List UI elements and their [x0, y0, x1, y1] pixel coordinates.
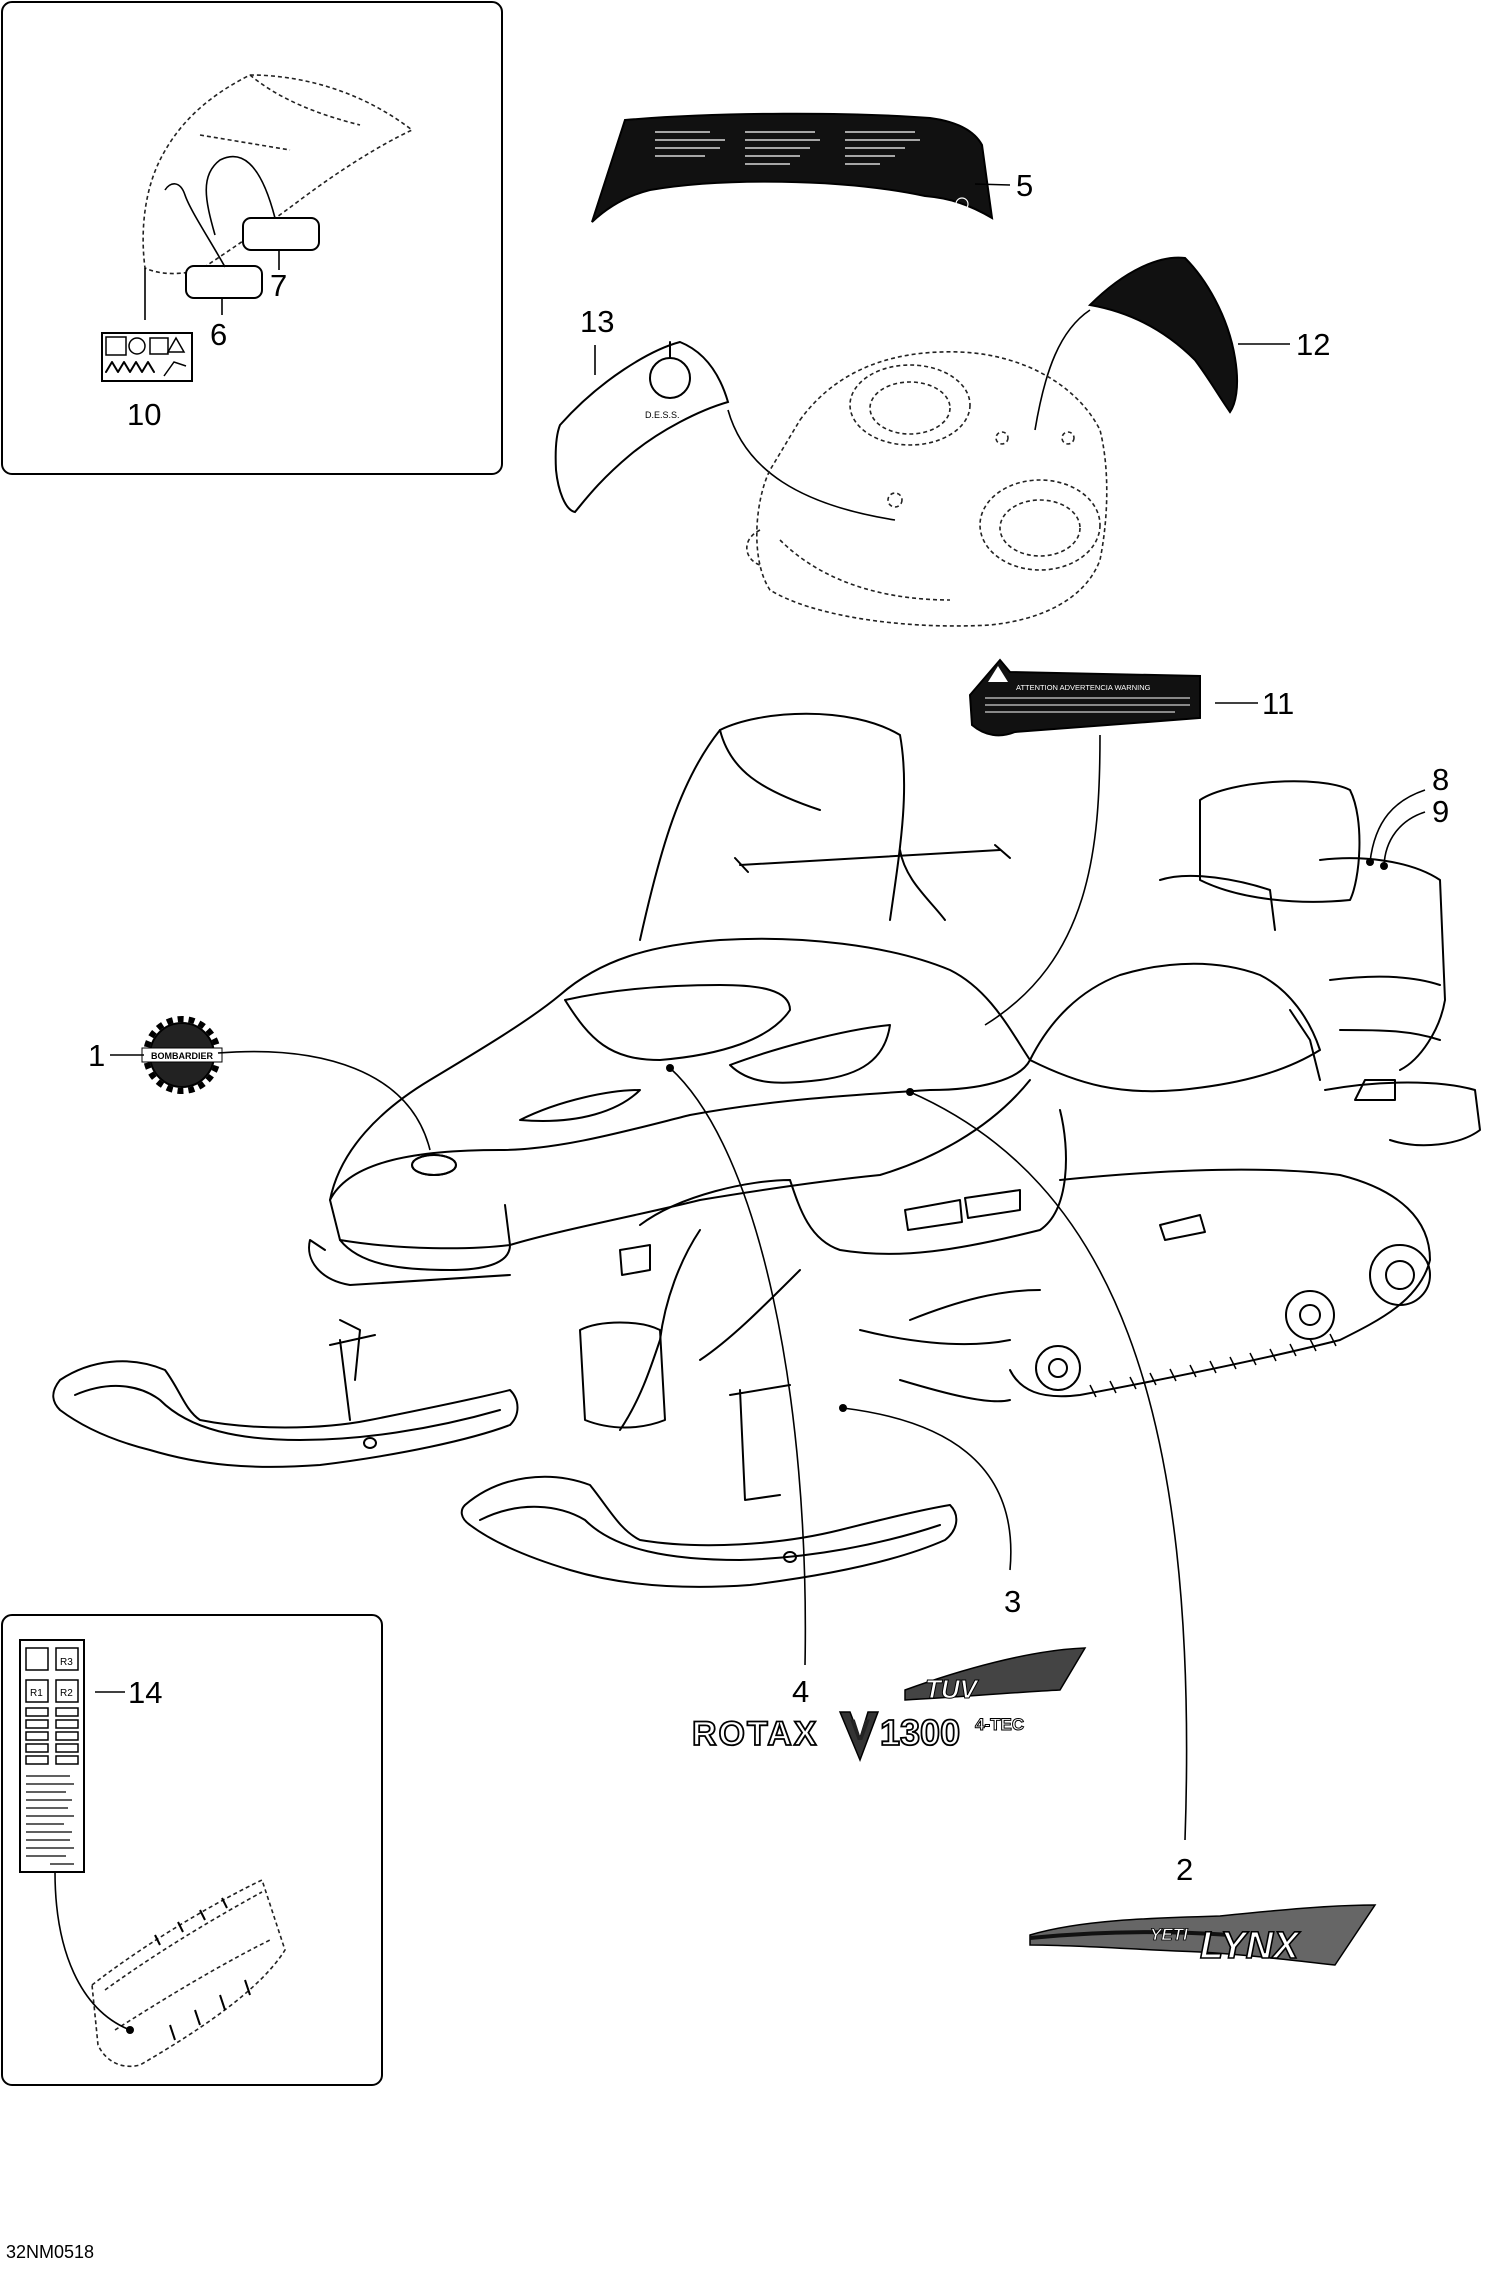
- decal-5-gear-2: 2: [652, 208, 657, 218]
- decal-5: R N 1 2 5: [591, 112, 1033, 223]
- leader-11-wire: [984, 734, 1101, 1026]
- decal-tuv-text: TUV: [925, 1674, 980, 1704]
- inset-dashed-part: [142, 74, 414, 275]
- callout-12: 12: [1296, 327, 1330, 362]
- decal-rotax-suffix: 4-TEC: [975, 1715, 1024, 1734]
- leader-13-wire: [727, 409, 896, 521]
- decal-13-dess: D.E.S.S.: [645, 410, 680, 420]
- callout-13: 13: [580, 304, 614, 339]
- leader-2: [909, 1091, 1188, 1841]
- decal-11-header: ATTENTION ADVERTENCIA WARNING: [1016, 683, 1151, 692]
- callout-11: 11: [1262, 686, 1294, 721]
- leader-12-wire: [1034, 309, 1091, 431]
- decal-rotax-v: V: [850, 1714, 870, 1747]
- decal-1-text: BOMBARDIER: [151, 1051, 213, 1061]
- inset-bottom-left: R3 R1 R2 14: [1, 1614, 383, 2086]
- callout-7: 7: [270, 268, 287, 303]
- figure-code: 32NM0518: [6, 2242, 94, 2262]
- decal-yeti-lynx: YETI LYNX: [1029, 1904, 1377, 1968]
- leader-1-wire: [217, 1050, 431, 1151]
- inset-dashed-part-detail: [199, 134, 291, 151]
- inset-top-left: 7 6 10: [1, 1, 503, 475]
- console-dashed: [746, 351, 1108, 627]
- decal-lynx-text: LYNX: [1200, 1925, 1301, 1967]
- leader-9: [1383, 811, 1426, 867]
- decal-5-gear-r: R: [640, 197, 647, 207]
- inset-frame: [1, 1, 503, 475]
- decal-tuv: TUV: [904, 1647, 1087, 1705]
- callout-14: 14: [128, 1675, 162, 1710]
- inset-dashed-part-detail: [249, 74, 361, 126]
- label-plate-6: [185, 265, 263, 299]
- decal-rotax-number: 1300: [880, 1712, 960, 1753]
- snowmobile-drawing: [52, 712, 1481, 1588]
- callout-2: 2: [1176, 1852, 1193, 1887]
- leader-7-wire: [205, 155, 276, 236]
- leader-5: [974, 183, 1011, 186]
- callout-10: 10: [127, 397, 161, 432]
- callout-1: 1: [88, 1038, 105, 1073]
- callout-6: 6: [210, 317, 227, 352]
- callout-9: 9: [1432, 794, 1449, 829]
- decal-5-gear-n: N: [652, 197, 659, 207]
- leader-14-wire: [54, 1871, 131, 2031]
- decal-11: ATTENTION ADVERTENCIA WARNING 11: [968, 658, 1294, 1026]
- inset-frame-bottom: [1, 1614, 383, 2086]
- decal-12: 12: [1034, 256, 1330, 431]
- decal-rotax-text: ROTAX: [692, 1715, 818, 1753]
- callout-4: 4: [792, 1674, 809, 1709]
- leader-4: [669, 1067, 807, 1666]
- decal-13: D.E.S.S. 13: [554, 304, 896, 521]
- callout-3: 3: [1004, 1584, 1021, 1619]
- leader-8: [1369, 789, 1426, 863]
- decal-10-pictogram: [101, 332, 193, 382]
- decal-14-r1: R1: [30, 1688, 43, 1699]
- callout-8: 8: [1432, 762, 1449, 797]
- decal-1-bombardier: BOMBARDIER 1: [88, 1016, 431, 1151]
- decal-14-r3: R3: [60, 1657, 73, 1668]
- decal-yeti-text: YETI: [1150, 1925, 1189, 1944]
- decal-rotax: ROTAX V 1300 4-TEC: [691, 1711, 1025, 1763]
- callout-5: 5: [1016, 168, 1033, 203]
- decal-14-r2: R2: [60, 1688, 73, 1699]
- decal-5-gear-1: 1: [638, 208, 643, 218]
- leader-6-wire: [164, 183, 226, 268]
- label-plate-7: [242, 217, 320, 251]
- leader-3: [842, 1407, 1012, 1571]
